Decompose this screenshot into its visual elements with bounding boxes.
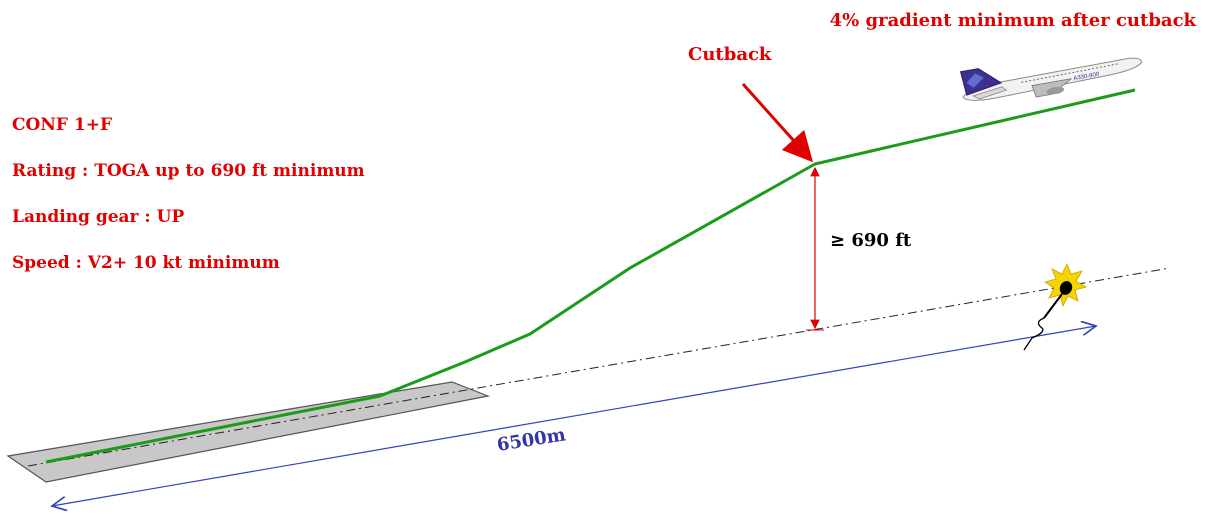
aircraft-type-marking: A330-900	[1073, 72, 1100, 83]
microphone-icon	[1023, 263, 1088, 351]
cutback-label: Cutback	[688, 44, 772, 65]
distance-dimension-arrow	[52, 326, 1096, 506]
condition-landing-gear: Landing gear : UP	[12, 207, 184, 227]
runway	[6, 381, 491, 483]
height-label: ≥ 690 ft	[830, 230, 912, 251]
cutback-arrow	[741, 82, 814, 163]
extended-centerline	[27, 267, 1171, 467]
flight-path	[45, 88, 1136, 464]
distance-label: 6500m	[495, 424, 567, 456]
condition-configuration: CONF 1+F	[12, 115, 112, 135]
condition-speed: Speed : V2+ 10 kt minimum	[12, 253, 280, 273]
condition-rating: Rating : TOGA up to 690 ft minimum	[12, 161, 365, 181]
gradient-note: 4% gradient minimum after cutback	[830, 10, 1197, 31]
aircraft-icon: A330-900	[959, 57, 1143, 101]
